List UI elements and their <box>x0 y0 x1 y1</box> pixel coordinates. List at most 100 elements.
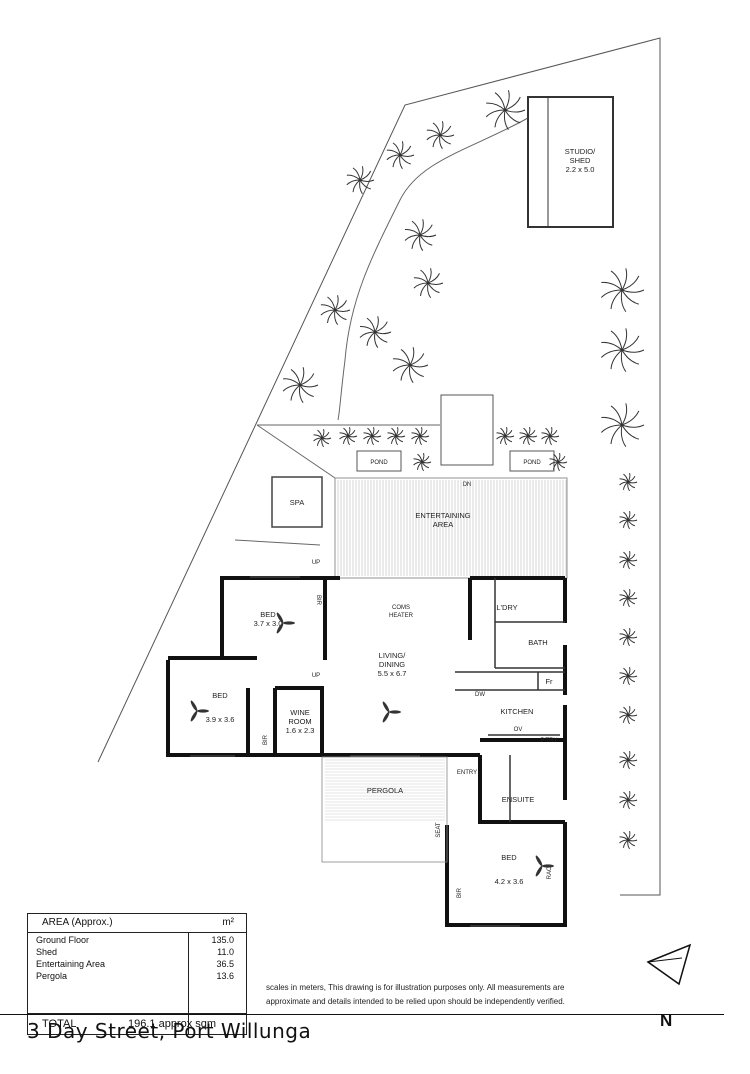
palm-tree-icon <box>600 328 645 372</box>
area-row-value: 135.0 <box>211 935 234 945</box>
palm-tree-icon <box>619 751 638 770</box>
area-table-unit: m² <box>222 917 234 928</box>
wine-label: WINE <box>290 708 310 717</box>
spa-label: SPA <box>290 498 304 507</box>
ensuite-label: ENSUITE <box>502 795 535 804</box>
studio-label: STUDIO/ <box>565 147 596 156</box>
property-address: 3 Day Street, Port Willunga <box>27 1019 312 1043</box>
bed3-label: BED <box>501 853 517 862</box>
north-label: N <box>660 1011 673 1030</box>
area-total-label: TOTAL <box>42 1018 77 1030</box>
palm-tree-icon <box>386 141 415 170</box>
area-row-name: Pergola <box>36 971 68 981</box>
area-table-title: AREA (Approx.) <box>42 917 113 928</box>
house-walls <box>166 576 567 927</box>
ceiling-fans <box>190 612 554 877</box>
bir1-label: BIR <box>315 595 321 606</box>
area-row: Entertaining Area 36.5 <box>28 958 246 970</box>
palm-tree-icon <box>619 551 638 570</box>
palm-tree-icon <box>411 427 430 446</box>
palm-tree-icon <box>619 628 638 647</box>
living-label: LIVING/ <box>379 651 407 660</box>
palm-tree-icon <box>392 347 429 384</box>
palm-tree-icon <box>600 403 645 447</box>
fridge-label: Fr <box>545 677 553 686</box>
spa <box>271 476 323 528</box>
disclaimer-line-1: scales in meters, This drawing is for il… <box>266 983 565 992</box>
pergola-label: PERGOLA <box>367 786 403 795</box>
entertaining-label: ENTERTAINING <box>415 511 470 520</box>
palm-tree-icon <box>359 316 392 349</box>
area-table: AREA (Approx.) m² Ground Floor 135.0 She… <box>27 913 247 1035</box>
bed3-size: 4.2 x 3.6 <box>495 877 524 886</box>
ldry-label: L'DRY <box>496 603 517 612</box>
pergola <box>321 756 448 863</box>
bed1-label: BED <box>260 610 276 619</box>
coms-label: COMS <box>392 605 410 611</box>
internal-walls <box>455 578 565 822</box>
north-arrow-icon <box>646 943 692 986</box>
ceiling-fan-icon <box>190 700 209 722</box>
area-row-name: Entertaining Area <box>36 959 106 969</box>
bir3-label: BIR <box>457 887 463 898</box>
palm-tree-icon <box>339 427 358 446</box>
pond-left-label: POND <box>370 460 388 466</box>
palm-tree-icon <box>413 453 432 472</box>
bath-label: BATH <box>528 638 547 647</box>
palm-tree-icon <box>496 427 515 446</box>
area-row-value: 36.5 <box>216 959 234 969</box>
wine-size: 1.6 x 2.3 <box>286 726 315 735</box>
studio-label-2: SHED <box>570 156 591 165</box>
palm-tree-icon <box>346 166 375 195</box>
area-total-value: 196.1 approx sqm <box>128 1018 217 1030</box>
palm-tree-icon <box>619 511 638 530</box>
area-row: Ground Floor 135.0 <box>28 934 246 946</box>
area-row-name: Shed <box>36 947 58 957</box>
bed2-label: BED <box>212 691 228 700</box>
dw-label: DW <box>475 692 485 698</box>
palm-tree-icon <box>549 453 568 472</box>
area-row-value: 11.0 <box>217 947 234 957</box>
ov-label: OV <box>514 727 523 733</box>
pergola-slats <box>325 759 445 821</box>
pond-right <box>509 450 555 472</box>
disclaimer: scales in meters, This drawing is for il… <box>266 981 596 1009</box>
palm-tree-icon <box>619 473 638 492</box>
up-label-mid: UP <box>312 673 320 679</box>
rac-label: RAC <box>547 866 553 879</box>
garden-path <box>337 117 529 421</box>
palm-tree-icon <box>541 427 560 446</box>
bir2-label: BIR <box>263 734 269 745</box>
up-label-top: UP <box>312 560 320 566</box>
palm-tree-icon <box>619 791 638 810</box>
area-row-name: Ground Floor <box>36 935 90 945</box>
palm-tree-icon <box>387 427 406 446</box>
bed2-size: 3.9 x 3.6 <box>206 715 235 724</box>
windows <box>190 576 520 927</box>
studio-shed <box>527 96 614 228</box>
pond-left <box>356 450 402 472</box>
address-divider <box>0 1014 724 1015</box>
living-label-2: DINING <box>379 660 405 669</box>
area-row: Shed 11.0 <box>28 946 246 958</box>
entry-label: ENTRY <box>457 770 477 776</box>
deck-steps <box>440 394 494 466</box>
entertaining-label-2: AREA <box>433 520 453 529</box>
studio-size: 2.2 x 5.0 <box>566 165 595 174</box>
palm-tree-icon <box>619 706 638 725</box>
palm-tree-icon <box>600 268 645 312</box>
kitchen-label: KITCHEN <box>501 707 534 716</box>
palm-tree-icon <box>619 589 638 608</box>
area-total: TOTAL 196.1 approx sqm <box>28 1013 246 1034</box>
palm-tree-icon <box>404 219 437 252</box>
seat-label: SEAT <box>436 822 442 838</box>
area-row: Pergola 13.6 <box>28 970 246 982</box>
disclaimer-line-2: approximate and details intended to be r… <box>266 997 565 1006</box>
ceiling-fan-icon <box>382 701 401 723</box>
area-row-value: 13.6 <box>216 971 234 981</box>
living-size: 5.5 x 6.7 <box>378 669 407 678</box>
palm-tree-icon <box>413 268 444 299</box>
palm-tree-icon <box>519 427 538 446</box>
site-boundary <box>97 37 661 896</box>
